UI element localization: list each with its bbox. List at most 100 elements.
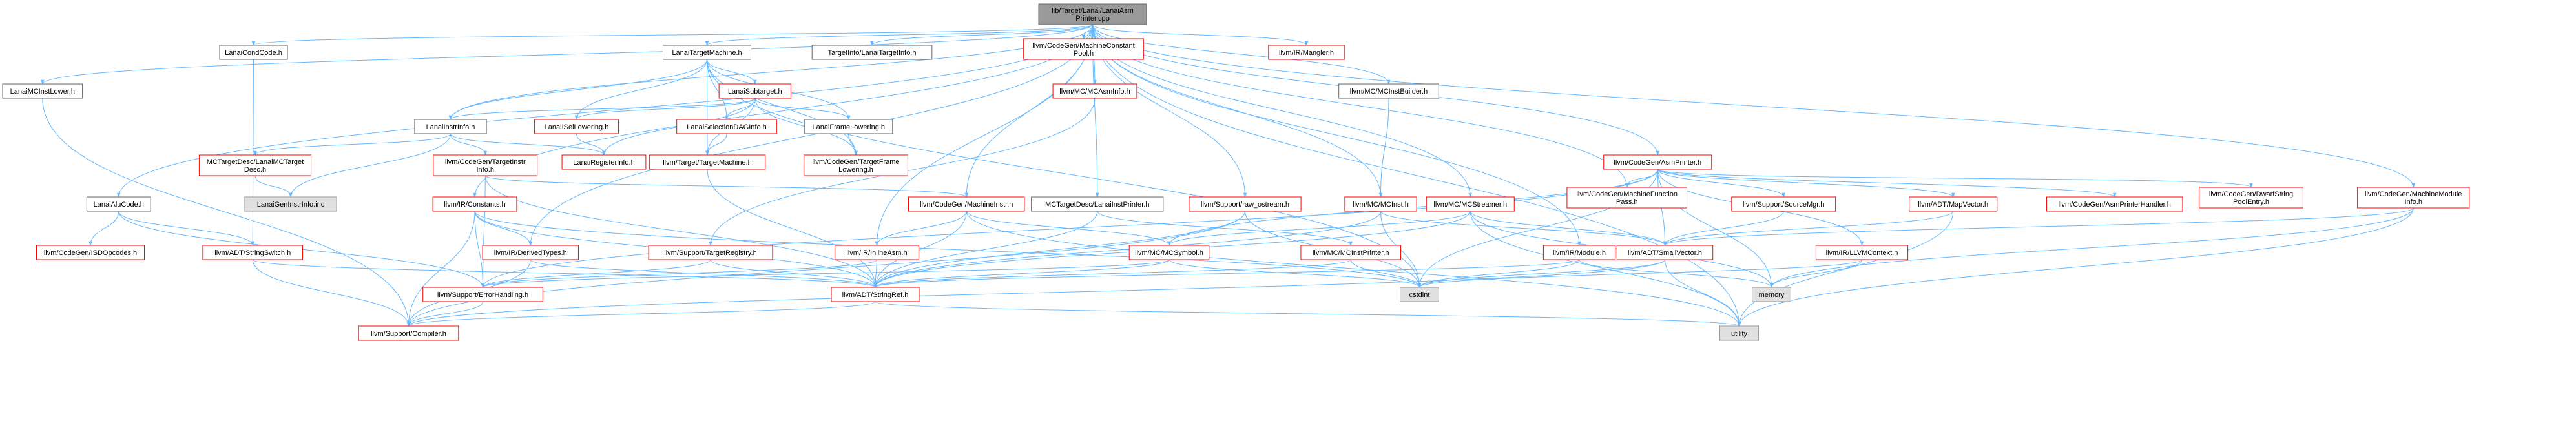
node-box[interactable]: [1023, 38, 1144, 60]
node-rawostream[interactable]: llvm/Support/raw_ostream.h: [1189, 196, 1302, 212]
node-sourcemgr[interactable]: llvm/Support/SourceMgr.h: [1731, 196, 1836, 212]
node-box[interactable]: [432, 196, 517, 212]
node-box[interactable]: [648, 245, 773, 260]
node-box[interactable]: [1719, 325, 1759, 341]
node-box[interactable]: [718, 83, 791, 99]
node-box[interactable]: [1815, 245, 1909, 260]
node-box[interactable]: [1300, 245, 1402, 260]
node-mcinstprinter[interactable]: llvm/MC/MCInstPrinter.h: [1300, 245, 1402, 260]
node-targetinfo[interactable]: TargetInfo/LanaiTargetInfo.h: [811, 45, 933, 60]
node-codegenisdopcodes[interactable]: llvm/CodeGen/ISDOpcodes.h: [36, 245, 145, 260]
node-box[interactable]: [1338, 83, 1439, 99]
node-memory[interactable]: memory: [1752, 287, 1791, 302]
node-box[interactable]: [908, 196, 1025, 212]
node-box[interactable]: [1542, 245, 1616, 260]
node-box[interactable]: [1566, 187, 1688, 209]
node-stringref[interactable]: llvm/ADT/StringRef.h: [831, 287, 920, 302]
node-irmodule[interactable]: llvm/IR/Module.h: [1542, 245, 1616, 260]
node-box[interactable]: [219, 45, 288, 60]
node-lanaiframelowering[interactable]: LanaiFrameLowering.h: [804, 119, 893, 134]
node-box[interactable]: [358, 325, 459, 341]
node-lanaitargetmachine[interactable]: LanaiTargetMachine.h: [663, 45, 751, 60]
node-lanairegisterinfo[interactable]: LanaiRegisterInfo.h: [561, 154, 647, 170]
node-mapvector[interactable]: llvm/ADT/MapVector.h: [1909, 196, 1998, 212]
node-box[interactable]: [422, 287, 543, 302]
node-box[interactable]: [835, 245, 919, 260]
node-compiler[interactable]: llvm/Support/Compiler.h: [358, 325, 459, 341]
node-box[interactable]: [1400, 287, 1439, 302]
node-box[interactable]: [1189, 196, 1302, 212]
node-box[interactable]: [1426, 196, 1515, 212]
node-box[interactable]: [244, 196, 337, 212]
node-box[interactable]: [198, 154, 312, 176]
node-box[interactable]: [1052, 83, 1137, 99]
node-errorhandling[interactable]: llvm/Support/ErrorHandling.h: [422, 287, 543, 302]
node-cstdint[interactable]: cstdint: [1400, 287, 1439, 302]
node-box[interactable]: [1344, 196, 1417, 212]
node-smallvector[interactable]: llvm/ADT/SmallVector.h: [1616, 245, 1714, 260]
node-irconstants[interactable]: llvm/IR/Constants.h: [432, 196, 517, 212]
node-asmprinter[interactable]: llvm/CodeGen/AsmPrinter.h: [1603, 154, 1712, 170]
node-box[interactable]: [414, 119, 487, 134]
node-inlineasm[interactable]: llvm/IR/InlineAsm.h: [835, 245, 919, 260]
node-box[interactable]: [804, 154, 908, 176]
node-lanaisubtarget[interactable]: LanaiSubtarget.h: [718, 83, 791, 99]
node-box[interactable]: [831, 287, 920, 302]
node-lanaiinstprinter[interactable]: MCTargetDesc/LanaiInstPrinter.h: [1031, 196, 1164, 212]
node-box[interactable]: [649, 154, 766, 170]
node-box[interactable]: [1031, 196, 1164, 212]
node-lanaicondcode[interactable]: LanaiCondCode.h: [219, 45, 288, 60]
node-lanaialucode[interactable]: LanaiAluCode.h: [86, 196, 151, 212]
node-box[interactable]: [482, 245, 579, 260]
node-box[interactable]: [202, 245, 304, 260]
node-box[interactable]: [1731, 196, 1836, 212]
node-lanaigeninstrinfo[interactable]: LanaiGenInstrInfo.inc: [244, 196, 337, 212]
node-box[interactable]: [1909, 196, 1998, 212]
node-mangler[interactable]: llvm/IR/Mangler.h: [1268, 45, 1345, 60]
node-box[interactable]: [36, 245, 145, 260]
node-box[interactable]: [2199, 187, 2303, 209]
node-targetregistry[interactable]: llvm/Support/TargetRegistry.h: [648, 245, 773, 260]
node-box[interactable]: [1268, 45, 1345, 60]
node-box[interactable]: [2046, 196, 2183, 212]
node-box[interactable]: [804, 119, 893, 134]
node-box[interactable]: [1616, 245, 1714, 260]
node-mcasminfo[interactable]: llvm/MC/MCAsmInfo.h: [1052, 83, 1137, 99]
node-lanaimcinstlower[interactable]: LanaiMCInstLower.h: [2, 83, 83, 99]
node-llvmcontext[interactable]: llvm/IR/LLVMContext.h: [1815, 245, 1909, 260]
node-mcsymbol[interactable]: llvm/MC/MCSymbol.h: [1128, 245, 1210, 260]
node-lanaiisellowering[interactable]: LanaiISelLowering.h: [534, 119, 619, 134]
node-mcinstbuilder[interactable]: llvm/MC/MCInstBuilder.h: [1338, 83, 1439, 99]
node-box[interactable]: [534, 119, 619, 134]
node-box[interactable]: [663, 45, 751, 60]
node-box[interactable]: [1038, 3, 1147, 25]
node-machineinstr[interactable]: llvm/CodeGen/MachineInstr.h: [908, 196, 1025, 212]
node-stringswitch[interactable]: llvm/ADT/StringSwitch.h: [202, 245, 304, 260]
node-box[interactable]: [86, 196, 151, 212]
node-mcstreamer[interactable]: llvm/MC/MCStreamer.h: [1426, 196, 1515, 212]
node-lanaiseldaginfo[interactable]: LanaiSelectionDAGInfo.h: [676, 119, 777, 134]
node-lanaiinstrinfo[interactable]: LanaiInstrInfo.h: [414, 119, 487, 134]
node-mcinst[interactable]: llvm/MC/MCInst.h: [1344, 196, 1417, 212]
node-asmprinterhandler[interactable]: llvm/CodeGen/AsmPrinterHandler.h: [2046, 196, 2183, 212]
node-box[interactable]: [1128, 245, 1210, 260]
node-box[interactable]: [561, 154, 647, 170]
node-box[interactable]: [2, 83, 83, 99]
node-box[interactable]: [1603, 154, 1712, 170]
node-box[interactable]: [2357, 187, 2470, 209]
node-derivedtypes[interactable]: llvm/IR/DerivedTypes.h: [482, 245, 579, 260]
node-box[interactable]: [676, 119, 777, 134]
node-box[interactable]: [811, 45, 933, 60]
node-box[interactable]: [1752, 287, 1791, 302]
node-targetmachine[interactable]: llvm/Target/TargetMachine.h: [649, 154, 766, 170]
node-utility[interactable]: utility: [1719, 325, 1759, 341]
node-box[interactable]: [433, 154, 538, 176]
